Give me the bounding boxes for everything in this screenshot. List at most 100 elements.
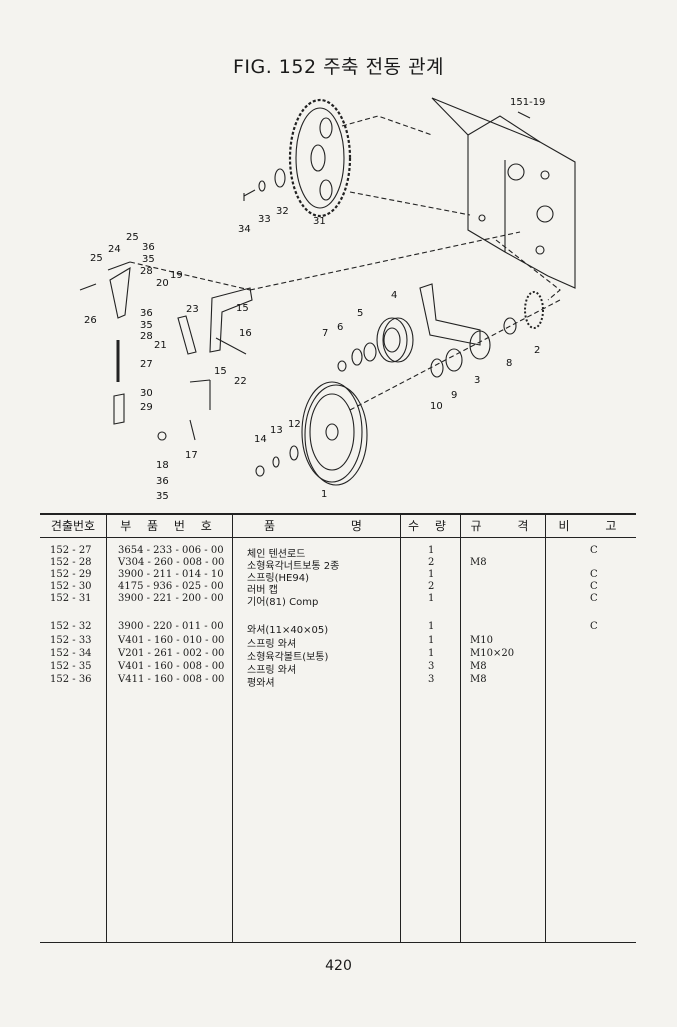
label-23: 23 — [186, 304, 199, 315]
cell-ref: 152 - 33 — [50, 635, 92, 646]
table-bottom-rule — [40, 942, 636, 943]
header-ref: 견출번호 — [50, 519, 96, 533]
cell-remark: C — [590, 593, 598, 604]
label-24: 24 — [108, 244, 121, 255]
cell-name: 와셔(11×40×05) — [247, 625, 329, 636]
col-divider — [400, 513, 401, 942]
table-row: 152 - 29 3900 - 211 - 014 - 10 스프링(HE94)… — [0, 569, 677, 584]
label-35c: 35 — [156, 491, 169, 502]
cell-qty: 1 — [428, 593, 435, 604]
pulley-1 — [301, 381, 368, 486]
label-19: 19 — [170, 270, 183, 281]
label-7: 7 — [322, 328, 328, 339]
table-row: 152 - 27 3654 - 233 - 006 - 00 체인 텐션로드 1… — [0, 545, 677, 560]
table-row: 152 - 30 4175 - 936 - 025 - 00 러버 캡 2 C — [0, 581, 677, 596]
gear-31 — [288, 98, 352, 218]
cell-qty: 3 — [428, 674, 435, 685]
label-151-19: 151-19 — [510, 97, 545, 108]
label-14: 14 — [254, 434, 267, 445]
label-36c: 36 — [156, 476, 169, 487]
cell-name: 스프링 와셔 — [247, 639, 297, 650]
cell-part: V411 - 160 - 008 - 00 — [118, 674, 225, 685]
cell-qty: 1 — [428, 635, 435, 646]
label-10: 10 — [430, 401, 443, 412]
cell-part: V304 - 260 - 008 - 00 — [118, 557, 225, 568]
page-number: 420 — [325, 958, 352, 974]
cell-name: 스프링(HE94) — [247, 573, 309, 584]
label-33: 33 — [258, 214, 271, 225]
label-17: 17 — [185, 450, 198, 461]
label-15b: 15 — [236, 303, 249, 314]
label-35b: 35 — [140, 320, 153, 331]
cell-spec: M8 — [470, 661, 487, 672]
label-32: 32 — [276, 206, 289, 217]
cell-name: 소형육각볼트(보통) — [247, 652, 329, 663]
table-row: 152 - 32 3900 - 220 - 011 - 00 와셔(11×40×… — [0, 621, 677, 636]
cell-qty: 2 — [428, 581, 435, 592]
cell-remark: C — [590, 569, 598, 580]
label-20: 20 — [156, 278, 169, 289]
cell-part: 3900 - 211 - 014 - 10 — [118, 569, 224, 580]
cell-remark: C — [590, 581, 598, 592]
label-2: 2 — [534, 345, 540, 356]
cell-spec: M10×20 — [470, 648, 515, 659]
cell-ref: 152 - 34 — [50, 648, 92, 659]
header-name: 품 명 — [264, 519, 368, 533]
cell-part: V201 - 261 - 002 - 00 — [118, 648, 225, 659]
label-30: 30 — [140, 388, 153, 399]
cell-ref: 152 - 36 — [50, 674, 92, 685]
table-row: 152 - 33 V401 - 160 - 010 - 00 스프링 와셔 1 … — [0, 635, 677, 650]
label-13: 13 — [270, 425, 283, 436]
table-row: 152 - 34 V201 - 261 - 002 - 00 소형육각볼트(보통… — [0, 648, 677, 663]
col-divider — [460, 513, 461, 942]
label-3: 3 — [474, 375, 480, 386]
label-21: 21 — [154, 340, 167, 351]
label-9: 9 — [451, 390, 457, 401]
col-divider — [232, 513, 233, 942]
label-25b: 25 — [90, 253, 103, 264]
label-29: 29 — [140, 402, 153, 413]
cell-ref: 152 - 29 — [50, 569, 92, 580]
header-spec: 규 격 — [470, 519, 535, 533]
cell-name: 소형육각너트보통 2종 — [247, 561, 340, 572]
label-25a: 25 — [126, 232, 139, 243]
cell-name: 평와셔 — [247, 678, 275, 689]
table-row: 152 - 31 3900 - 221 - 200 - 00 기어(81) Co… — [0, 593, 677, 608]
cell-spec: M8 — [470, 674, 487, 685]
cell-qty: 1 — [428, 648, 435, 659]
label-28a: 28 — [140, 266, 153, 277]
cell-qty: 1 — [428, 621, 435, 632]
frame-housing — [431, 97, 576, 289]
cell-qty: 1 — [428, 569, 435, 580]
cell-qty: 1 — [428, 545, 435, 556]
cell-qty: 3 — [428, 661, 435, 672]
header-qty: 수 량 — [408, 519, 452, 533]
cell-name: 스프링 와셔 — [247, 665, 297, 676]
cell-ref: 152 - 30 — [50, 581, 92, 592]
label-12: 12 — [288, 419, 301, 430]
label-36a: 36 — [142, 242, 155, 253]
header-remark: 비 고 — [558, 519, 623, 533]
header-part: 부 품 번 호 — [120, 519, 218, 533]
cell-part: 3900 - 221 - 200 - 00 — [118, 593, 224, 604]
label-16: 16 — [239, 328, 252, 339]
label-8: 8 — [506, 358, 512, 369]
col-divider — [545, 513, 546, 942]
cell-name: 체인 텐션로드 — [247, 549, 306, 560]
cell-remark: C — [590, 545, 598, 556]
cell-spec: M10 — [470, 635, 493, 646]
cell-part: V401 - 160 - 008 - 00 — [118, 661, 225, 672]
cell-spec: M8 — [470, 557, 487, 568]
cell-ref: 152 - 31 — [50, 593, 92, 604]
cell-ref: 152 - 28 — [50, 557, 92, 568]
cell-remark: C — [590, 621, 598, 632]
col-divider — [106, 513, 107, 942]
table-row: 152 - 28 V304 - 260 - 008 - 00 소형육각너트보통 … — [0, 557, 677, 572]
table-row: 152 - 36 V411 - 160 - 008 - 00 평와셔 3 M8 — [0, 674, 677, 689]
cell-qty: 2 — [428, 557, 435, 568]
cell-name: 기어(81) Comp — [247, 597, 319, 608]
label-22: 22 — [234, 376, 247, 387]
label-5: 5 — [357, 308, 363, 319]
label-31: 31 — [313, 216, 326, 227]
